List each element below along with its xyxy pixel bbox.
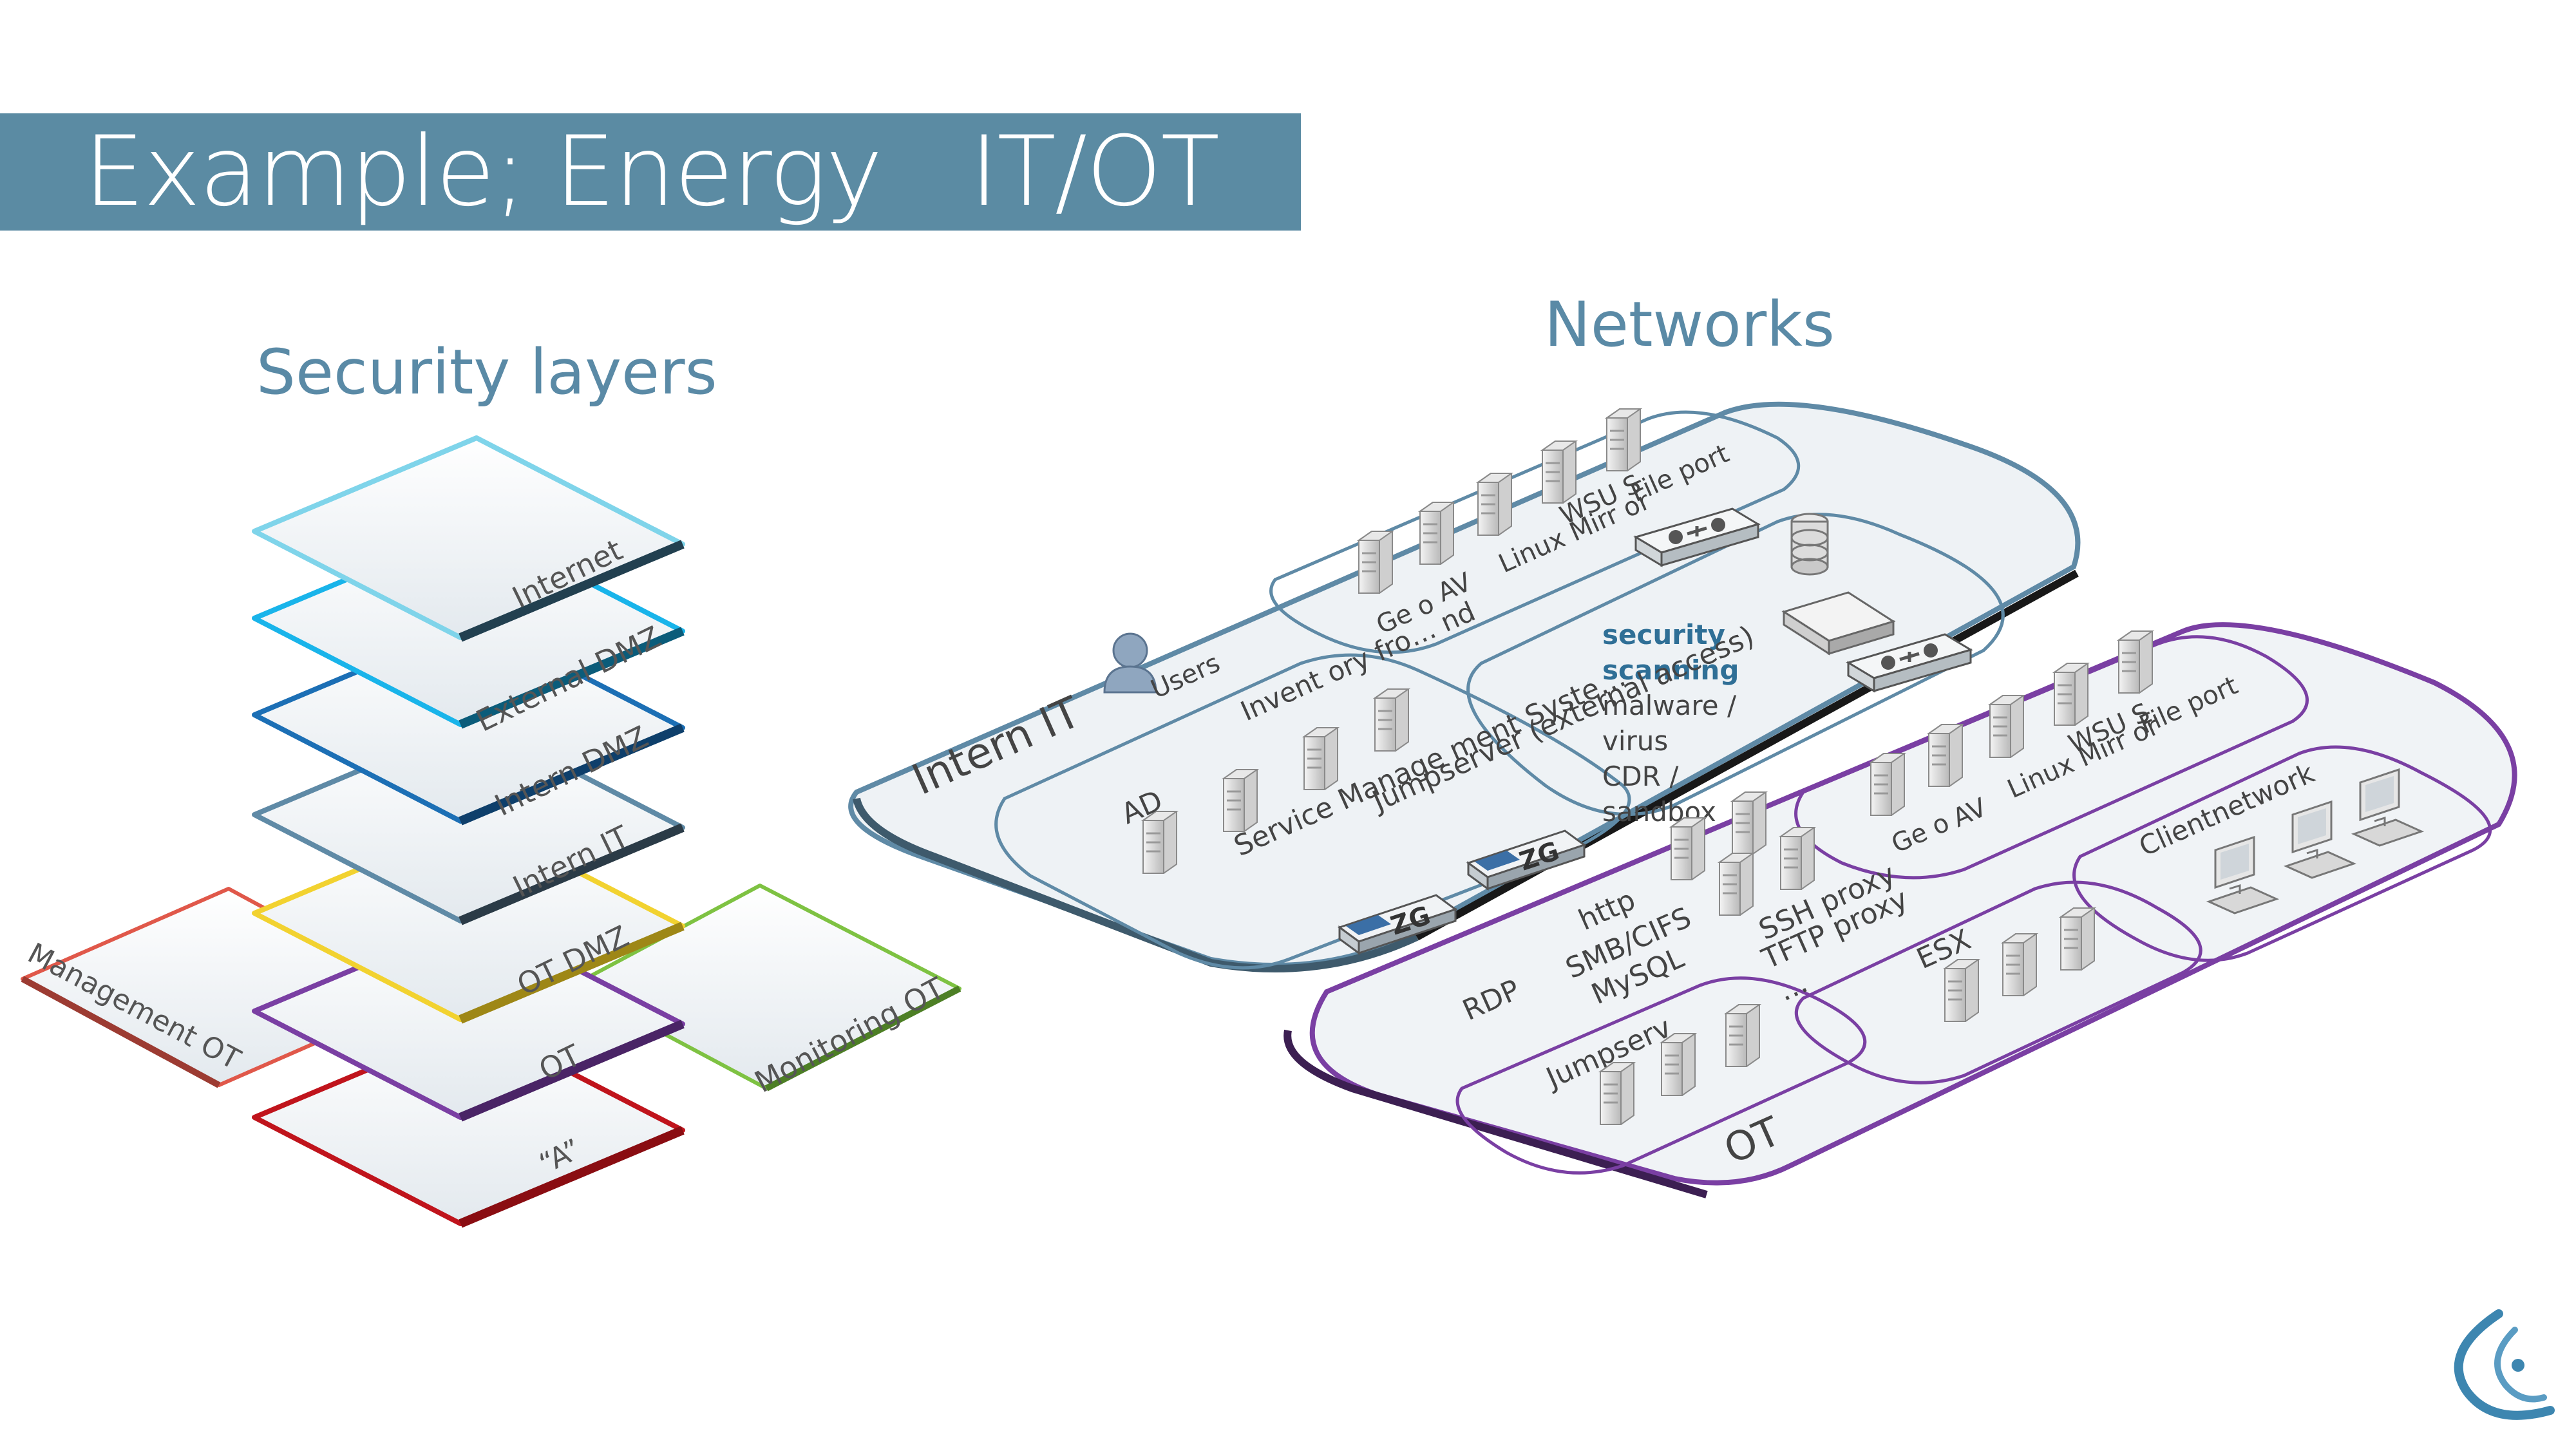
company-logo: [2454, 1309, 2555, 1420]
security-scanning-line-2: virus: [1602, 725, 1668, 757]
layer-internet: Internet: [252, 435, 685, 642]
clientnetwork-subzone: [2072, 745, 2492, 962]
it-server-subzone: [1269, 410, 1801, 654]
it-inner-subzone: [994, 653, 1631, 970]
security-scanning-title-2: scanning: [1602, 654, 1739, 686]
jumpserv-subzone: [1455, 976, 1867, 1175]
ot-zone: OT: [1283, 622, 2517, 1198]
networks-diagram: OT Intern IT Ge o AV Linux Mirr or W: [848, 401, 2517, 1198]
esx-subzone: [1795, 880, 2202, 1084]
layer-a: “A”: [252, 1021, 685, 1228]
security-scanning-label: security scanning malware / virus CDR / …: [1602, 619, 1739, 828]
ot-server-subzone: [1794, 635, 2309, 880]
security-layers-heading: Security layers: [256, 336, 717, 408]
title-banner: Example; Energy IT/OT: [0, 113, 1301, 231]
security-layers-stack: “A” Management OT Monitoring OT OT OT DM…: [21, 435, 961, 1228]
networks-heading: Networks: [1544, 289, 1835, 361]
page-title: Example; Energy IT/OT: [84, 116, 1220, 228]
security-scanning-title-1: security: [1602, 619, 1725, 650]
appliance-icon: [1781, 591, 1896, 656]
users-icon: [1103, 632, 1157, 694]
security-scanning-line-3: CDR /: [1602, 761, 1679, 792]
database-icon: [1790, 513, 1829, 576]
security-scanning-subzone: [1466, 513, 2005, 816]
security-scanning-line-1: malware /: [1602, 690, 1737, 721]
